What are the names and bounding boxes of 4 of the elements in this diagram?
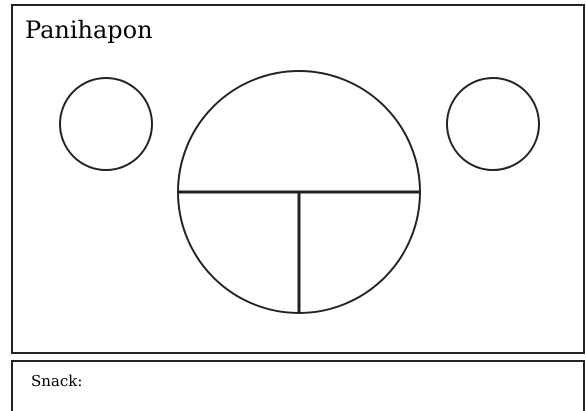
snack-label: Snack: xyxy=(31,372,82,390)
snack-box xyxy=(11,360,585,411)
title-text: Panihapon xyxy=(25,16,153,44)
plate-panel xyxy=(11,4,585,354)
